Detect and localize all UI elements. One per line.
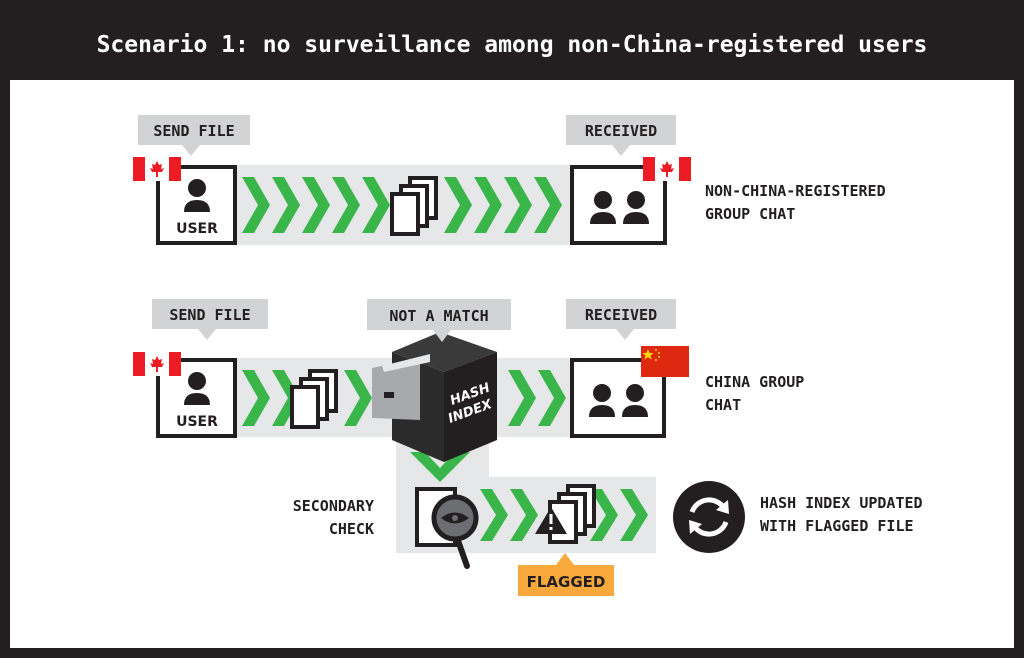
- chevron-arrow: [302, 177, 330, 233]
- group-chat-box: [570, 165, 667, 245]
- received-label: RECEIVED: [585, 306, 657, 324]
- secondary-check: SECONDARY CHECK FLAGGED HASH INDEX UPDAT…: [293, 481, 923, 596]
- chevron-arrow: [480, 489, 508, 541]
- send-file-callout: [138, 115, 250, 145]
- row-non-china: USER SEND FILE RECEIVED NON-CHINA-REGIST…: [133, 115, 886, 245]
- group-label-line1: CHINA GROUP: [705, 373, 804, 391]
- send-file-label: SEND FILE: [169, 306, 250, 324]
- received-callout: [566, 299, 676, 329]
- group-label-line1: NON-CHINA-REGISTERED: [705, 182, 886, 200]
- chevron-arrow: [242, 370, 270, 426]
- header-bar: [0, 0, 1024, 80]
- canada-flag-icon: [133, 157, 181, 181]
- flagged-callout: [518, 565, 614, 596]
- received-callout: [566, 115, 676, 145]
- chevron-arrow: [242, 177, 270, 233]
- down-chevron: [410, 452, 470, 482]
- user-label: USER: [176, 414, 218, 430]
- not-a-match-callout: [367, 299, 511, 330]
- magnifier-eye-icon: [415, 487, 479, 569]
- chevron-arrow: [510, 489, 538, 541]
- chevron-arrow: [332, 177, 360, 233]
- chevron-arrow: [272, 177, 300, 233]
- chevron-arrow: [590, 489, 618, 541]
- chevrons: [242, 177, 562, 233]
- chevron-arrow: [362, 177, 390, 233]
- send-file-callout: [152, 299, 268, 329]
- not-a-match-label: NOT A MATCH: [389, 307, 488, 325]
- chevron-arrow: [538, 370, 566, 426]
- canada-flag-icon: [643, 157, 691, 181]
- hash-index-cabinet-icon: HASH INDEX: [372, 332, 497, 462]
- refresh-icon: [673, 481, 745, 553]
- chevron-arrow: [504, 177, 532, 233]
- user-label: USER: [176, 221, 218, 237]
- warning-icon: [535, 507, 567, 534]
- received-label: RECEIVED: [585, 122, 657, 140]
- secondary-label-line1: SECONDARY: [293, 497, 374, 515]
- send-file-label: SEND FILE: [153, 122, 234, 140]
- canada-flag-icon: [133, 352, 181, 376]
- group-label-line2: CHAT: [705, 396, 741, 414]
- result-line1: HASH INDEX UPDATED: [760, 494, 923, 512]
- chevron-arrow: [620, 489, 648, 541]
- china-flag-icon: [641, 346, 689, 377]
- chevron-arrow: [534, 177, 562, 233]
- result-line2: WITH FLAGGED FILE: [760, 517, 914, 535]
- chevron-arrow: [508, 370, 536, 426]
- chevron-arrow: [474, 177, 502, 233]
- flagged-label: FLAGGED: [527, 573, 606, 591]
- page-title: Scenario 1: no surveillance among non-Ch…: [97, 32, 928, 58]
- group-label-line2: GROUP CHAT: [705, 205, 795, 223]
- chevron-arrow: [344, 370, 372, 426]
- chevrons: [480, 489, 648, 541]
- secondary-label-line2: CHECK: [329, 520, 374, 538]
- chevron-arrow: [444, 177, 472, 233]
